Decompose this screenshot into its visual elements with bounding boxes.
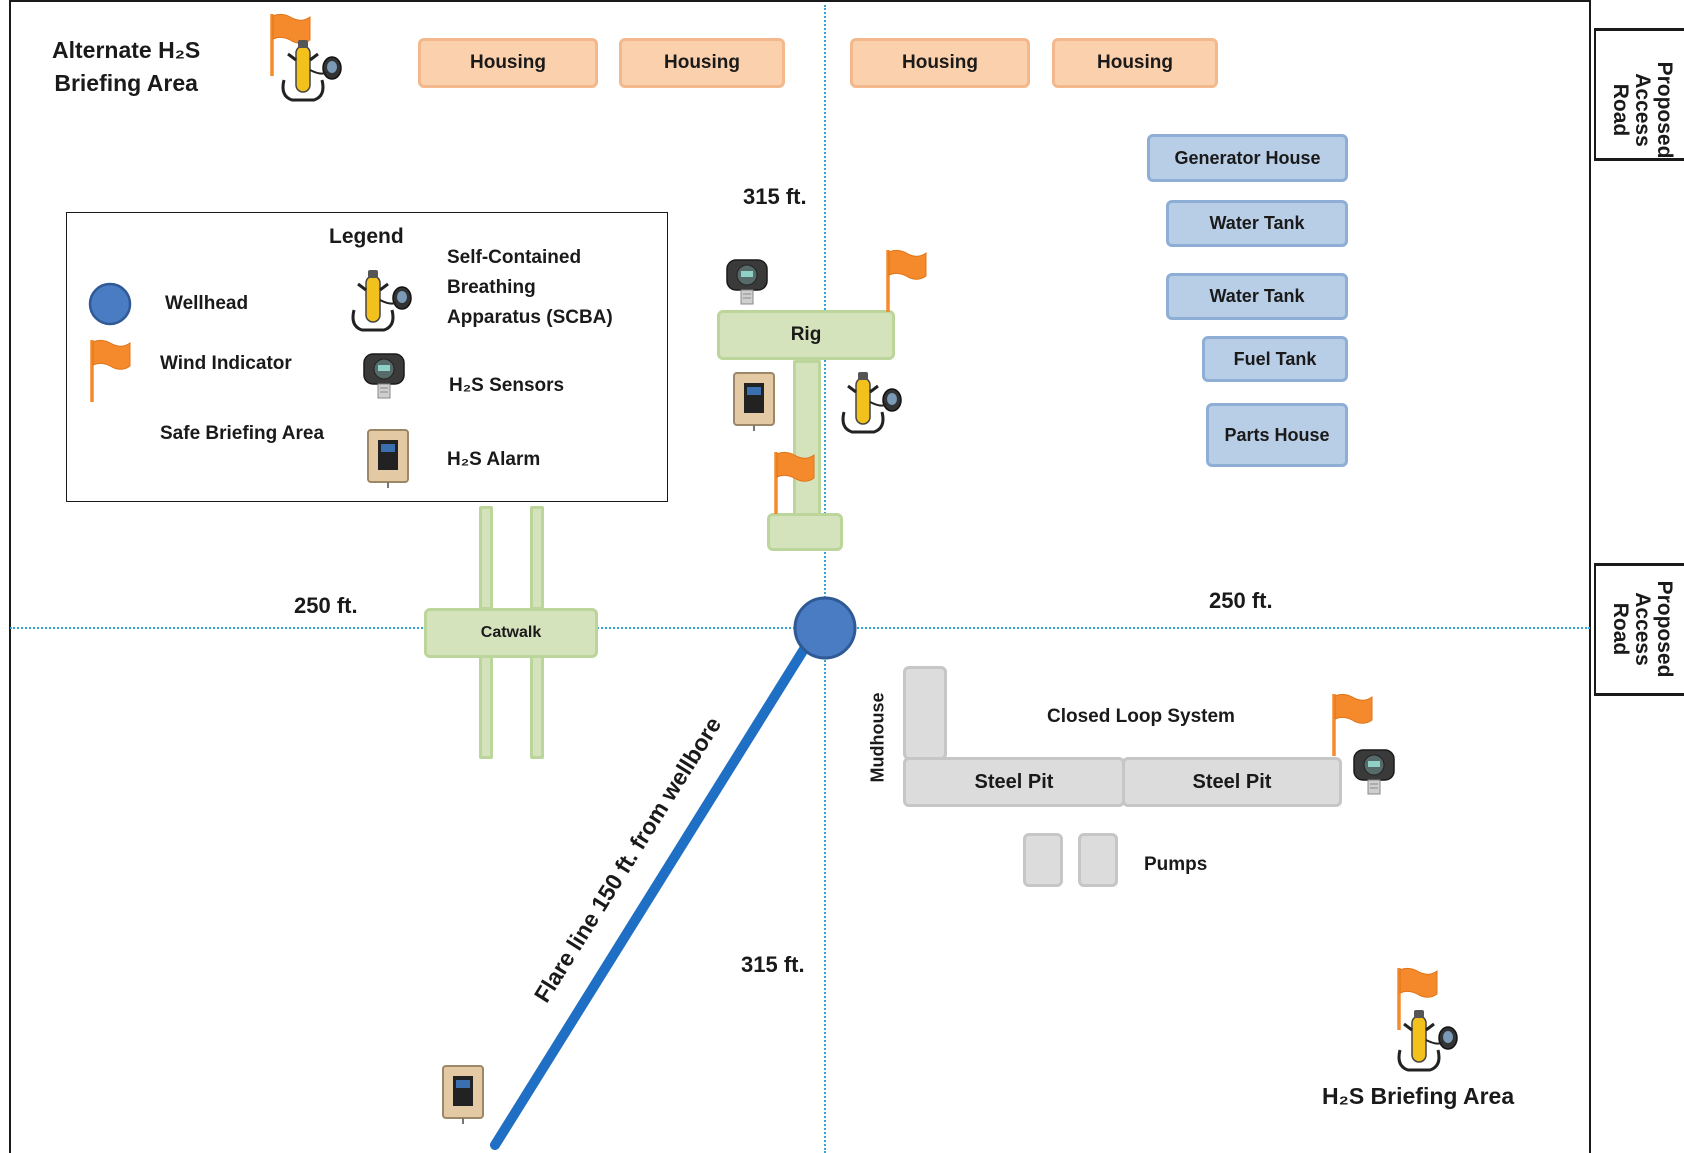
water-tank-2: Water Tank [1166,273,1348,320]
vertical-guide-line [824,5,826,1153]
water-tank-1: Water Tank [1166,200,1348,247]
legend-sensors-label: H₂S Sensors [449,375,565,396]
legend-wellhead-icon [88,282,132,326]
road-tick [1594,28,1684,31]
housing-2: Housing [619,38,785,88]
rig: Rig [717,310,895,360]
road-edge-line [1594,563,1596,693]
legend-safe-briefing-label: Safe Briefing Area [160,423,325,444]
flare-line [490,641,811,1150]
scba-label-line1: Self-Contained [447,247,582,268]
distance-bottom: 315 ft. [741,952,805,977]
wellhead-icon [793,596,857,660]
h2s-briefing-area-label: H₂S Briefing Area [1322,1083,1515,1109]
pump-2 [1078,833,1118,887]
closed-loop-system-label: Closed Loop System [1047,706,1235,727]
distance-left: 250 ft. [294,593,358,618]
parts-house: Parts House [1206,403,1348,467]
catwalk: Catwalk [424,608,598,658]
road-tick [1594,158,1684,161]
road-tick [1594,563,1684,566]
legend-wellhead-label: Wellhead [165,293,249,314]
alternate-briefing-line2: Briefing Area [54,70,198,96]
steel-pit-1: Steel Pit [903,757,1125,807]
steel-pit-2: Steel Pit [1122,757,1342,807]
scba-label-line2: Breathing [447,277,536,298]
fuel-tank: Fuel Tank [1202,336,1348,382]
housing-1: Housing [418,38,598,88]
scba-label-line3: Apparatus (SCBA) [447,307,613,328]
site-boundary [9,0,1591,1153]
legend-alarm-label: H₂S Alarm [447,449,541,470]
legend-box: Legend Wellhead Wind Indicator Safe Brie… [66,212,668,502]
legend-wind-indicator-label: Wind Indicator [160,353,292,374]
housing-3: Housing [850,38,1030,88]
pump-1 [1023,833,1063,887]
housing-4: Housing [1052,38,1218,88]
legend-title: Legend [329,225,404,248]
road-edge-line [1594,28,1596,158]
distance-right: 250 ft. [1209,588,1273,613]
legend-scba-label: Self-Contained Breathing Apparatus (SCBA… [447,243,613,333]
road-tick [1594,693,1684,696]
alternate-briefing-area-label: Alternate H₂S Briefing Area [52,34,200,100]
alternate-briefing-line1: Alternate H₂S [52,37,201,63]
pumps-label: Pumps [1144,854,1208,875]
generator-house: Generator House [1147,134,1348,182]
distance-top: 315 ft. [743,184,807,209]
